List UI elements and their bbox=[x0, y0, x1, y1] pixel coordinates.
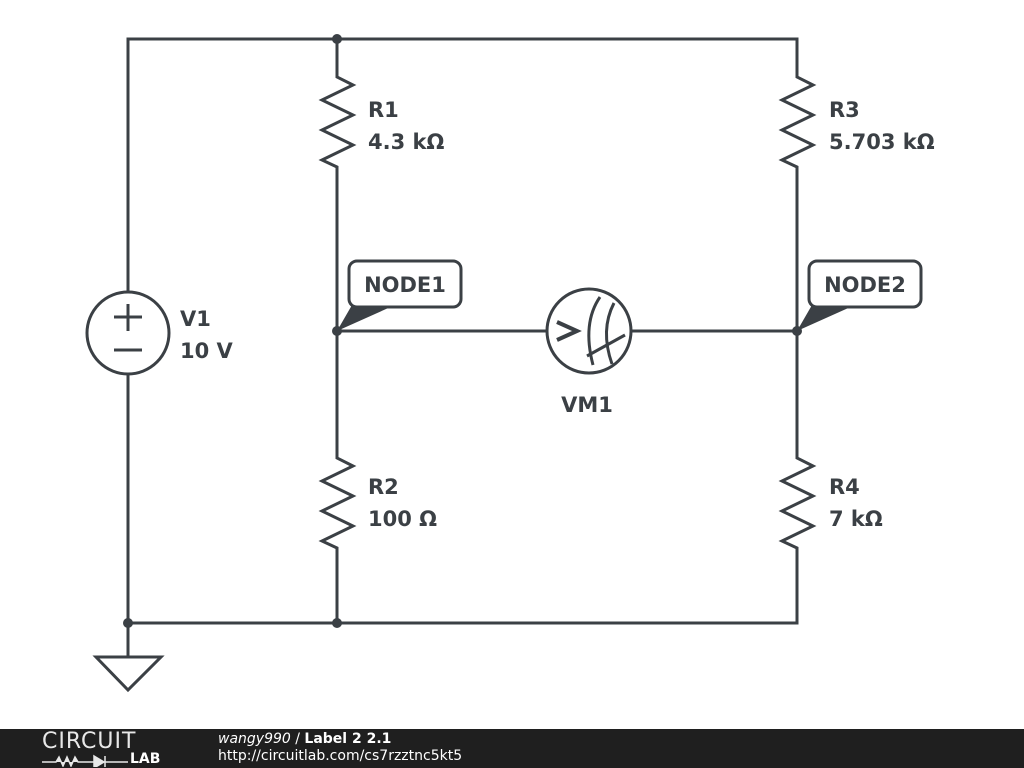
voltage-source-v1[interactable] bbox=[85, 290, 171, 376]
source-circle bbox=[85, 290, 171, 376]
v1-name: V1 bbox=[180, 307, 211, 331]
voltmeter-arc-icon bbox=[587, 296, 602, 366]
node-pointer bbox=[797, 305, 855, 331]
logo-circuit-text: CIRCUIT bbox=[42, 729, 137, 754]
node-label-node1[interactable]: NODE1 bbox=[337, 259, 463, 331]
r3-name: R3 bbox=[829, 98, 860, 122]
vm1-name: VM1 bbox=[561, 393, 613, 417]
voltmeter-needle-icon bbox=[586, 333, 626, 358]
junction-dot bbox=[123, 618, 133, 628]
circuit-title[interactable]: Label 2 2.1 bbox=[304, 731, 392, 747]
voltmeter-circle bbox=[545, 287, 633, 375]
footer-bar: CIRCUIT LAB wangy990 / Label 2 2.1 http:… bbox=[0, 729, 1024, 768]
node-pointer bbox=[337, 305, 395, 331]
circuit-url-link[interactable]: http://circuitlab.com/cs7rzztnc5kt5 bbox=[218, 748, 463, 764]
junction-dot bbox=[332, 34, 342, 44]
node-box bbox=[347, 259, 463, 309]
logo-resistor-diode-icon bbox=[42, 754, 128, 767]
plus-icon bbox=[114, 304, 142, 331]
r4-name: R4 bbox=[829, 475, 860, 499]
circuitlab-logo[interactable]: CIRCUIT LAB bbox=[42, 731, 182, 767]
r2-value: 100 Ω bbox=[368, 507, 437, 531]
r1-name: R1 bbox=[368, 98, 399, 122]
junction-dot bbox=[332, 618, 342, 628]
circuit-meta: wangy990 / Label 2 2.1 http://circuitlab… bbox=[218, 731, 462, 765]
ground-icon bbox=[92, 655, 165, 693]
node2-text: NODE2 bbox=[824, 273, 906, 297]
node-label-node2[interactable]: NODE2 bbox=[797, 259, 923, 331]
separator: / bbox=[290, 731, 305, 747]
r4-value: 7 kΩ bbox=[829, 507, 883, 531]
logo-lab-text: LAB bbox=[130, 751, 161, 767]
resistor-r1[interactable] bbox=[318, 72, 357, 172]
r1-value: 4.3 kΩ bbox=[368, 130, 444, 154]
voltmeter-arrow-icon bbox=[556, 320, 582, 342]
r2-name: R2 bbox=[368, 475, 399, 499]
node1-text: NODE1 bbox=[364, 273, 446, 297]
voltmeter-vm1[interactable] bbox=[545, 287, 633, 375]
resistor-r3[interactable] bbox=[778, 72, 817, 172]
author-link[interactable]: wangy990 bbox=[218, 731, 291, 747]
resistor-r4[interactable] bbox=[778, 455, 817, 552]
resistor-r2[interactable] bbox=[318, 455, 357, 552]
r3-value: 5.703 kΩ bbox=[829, 130, 935, 154]
circuit-schematic: NODE1 NODE2 R1 4.3 kΩ R3 5.703 kΩ R2 100… bbox=[85, 34, 935, 693]
v1-value: 10 V bbox=[180, 339, 234, 363]
voltmeter-arc2-icon bbox=[604, 302, 616, 365]
node-box bbox=[807, 259, 923, 309]
